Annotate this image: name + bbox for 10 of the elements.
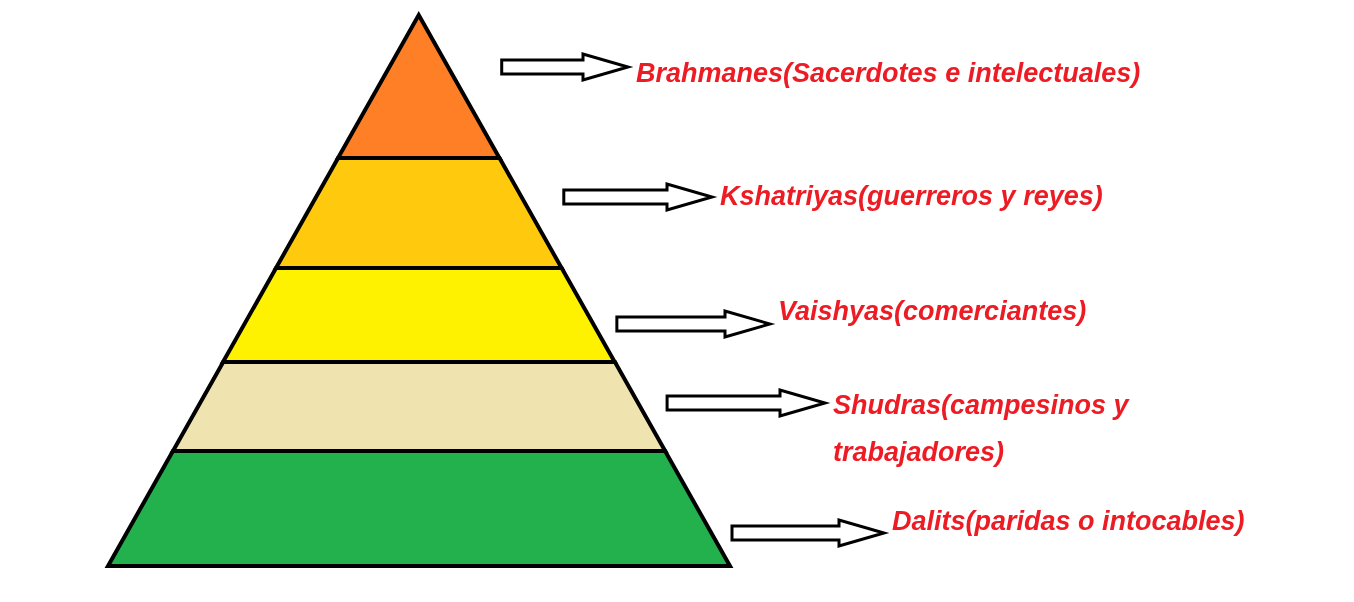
block-arrow <box>562 182 718 212</box>
block-arrow <box>730 518 890 548</box>
block-arrow <box>615 309 776 339</box>
caste-label: Vaishyas(comerciantes) <box>778 295 1088 328</box>
caste-label: Brahmanes(Sacerdotes e intelectuales) <box>636 57 1142 90</box>
block-arrow <box>665 388 831 418</box>
caste-label: Shudras(campesinos y trabajadores) <box>833 389 1131 469</box>
caste-label: Kshatriyas(guerreros y reyes) <box>720 180 1104 213</box>
block-arrow <box>500 52 634 82</box>
caste-label: Dalits(paridas o intocables) <box>892 505 1246 538</box>
